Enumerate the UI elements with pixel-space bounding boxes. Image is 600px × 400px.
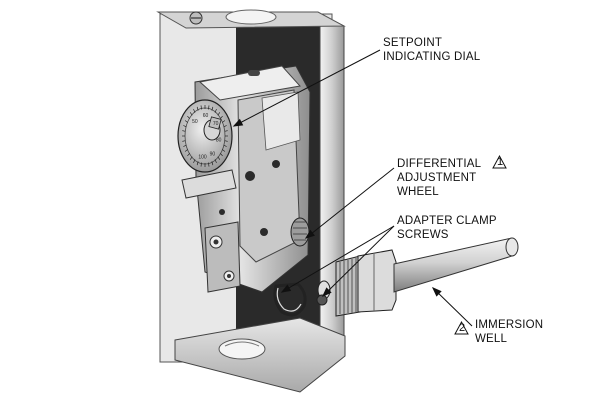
- dial-tick: [208, 105, 210, 110]
- dial-tick: [184, 149, 188, 152]
- dial-tick: [193, 109, 196, 113]
- dial-tick: [217, 112, 221, 116]
- differential-wheel: [290, 217, 310, 247]
- dial-tick: [200, 162, 202, 167]
- label-differential-adjustment-wheel: DIFFERENTIAL ADJUSTMENT WHEEL: [397, 157, 481, 199]
- dial-tick: [220, 115, 223, 119]
- dial-tick: [211, 161, 214, 166]
- dial-tick: [222, 120, 226, 123]
- dial-tick: [223, 144, 227, 147]
- note-triangle-2: [454, 320, 469, 335]
- dial-tick: [184, 120, 188, 123]
- label-setpoint-line1: SETPOINT: [383, 37, 443, 49]
- adapter-clamp-screws: [273, 280, 331, 317]
- leader-immersion-arrowhead: [431, 287, 442, 297]
- leader-adapter-1: [281, 225, 395, 293]
- dial-tick: [211, 106, 214, 111]
- leader-immersion: [432, 287, 473, 327]
- dial-tick: [224, 140, 228, 142]
- dial-tick: [196, 161, 199, 166]
- dial-number: 60: [203, 113, 209, 119]
- dial-number: 50: [192, 119, 198, 125]
- dial-tick: [193, 159, 196, 163]
- leader-adapter-2-arrowhead: [321, 287, 332, 297]
- dial-number: 100: [198, 154, 207, 160]
- dial-number: 80: [216, 137, 222, 143]
- label-differential-line2: ADJUSTMENT: [397, 172, 477, 184]
- leader-setpoint-arrowhead: [232, 118, 244, 127]
- dial-tick: [220, 153, 223, 157]
- dial-tick: [183, 144, 187, 147]
- dial-tick: [224, 130, 228, 132]
- leader-adapter-1-arrowhead: [280, 284, 292, 293]
- dial-tick: [200, 105, 202, 110]
- label-adapter-clamp-screws: ADAPTER CLAMP SCREWS: [397, 214, 497, 242]
- dial-tick: [187, 153, 190, 157]
- base-plate: [174, 317, 346, 393]
- dial-tick: [214, 109, 217, 113]
- note-number-2: 2: [459, 322, 466, 334]
- dial-tick: [223, 125, 227, 128]
- dial-tick: [183, 125, 187, 128]
- note-number-1: 1: [497, 156, 504, 168]
- note-triangle-1: [492, 154, 507, 169]
- dial-tick: [214, 159, 217, 163]
- dial-tick: [196, 106, 199, 111]
- immersion-well: [335, 237, 519, 317]
- leader-differential: [305, 167, 395, 239]
- dial-number: 70: [213, 121, 219, 127]
- dial-tick: [189, 112, 193, 116]
- leader-adapter-2: [322, 225, 395, 297]
- label-adapter-line2: SCREWS: [397, 229, 449, 241]
- dial-tick: [189, 156, 193, 160]
- label-immersion-line1: IMMERSION: [475, 319, 544, 331]
- label-immersion-well: IMMERSION WELL: [475, 318, 543, 346]
- dial-tick: [182, 140, 186, 142]
- leader-lines: [232, 49, 473, 327]
- label-setpoint-indicating-dial: SETPOINT INDICATING DIAL: [383, 36, 480, 64]
- dial-tick: [182, 130, 186, 132]
- leader-differential-arrowhead: [304, 229, 315, 239]
- label-differential-line1: DIFFERENTIAL: [397, 158, 482, 170]
- dial-tick: [187, 115, 190, 119]
- label-setpoint-line2: INDICATING DIAL: [383, 51, 481, 63]
- dial-tick: [222, 149, 226, 152]
- dial-ticks: [182, 105, 228, 167]
- label-adapter-line1: ADAPTER CLAMP: [397, 215, 497, 227]
- dial-tick: [208, 162, 210, 167]
- dial-number: 90: [210, 152, 216, 158]
- label-differential-line3: WHEEL: [397, 186, 439, 198]
- dial-tick: [217, 156, 221, 160]
- label-immersion-line2: WELL: [475, 333, 508, 345]
- leader-setpoint: [233, 49, 381, 127]
